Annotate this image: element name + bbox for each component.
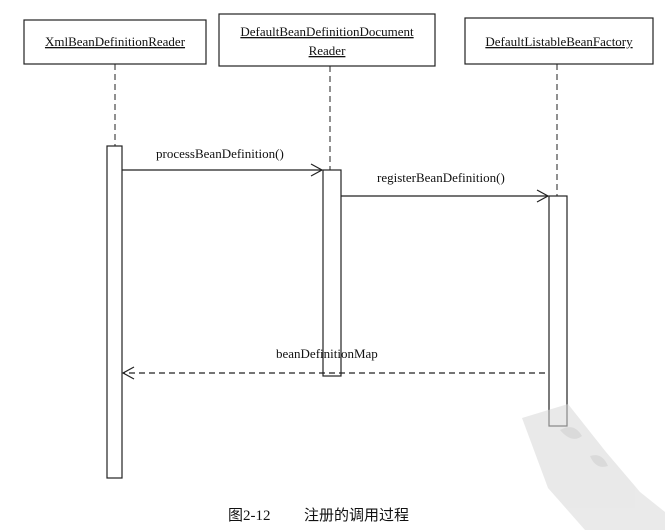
participant-label: DefaultListableBeanFactory <box>485 34 633 49</box>
message-label: beanDefinitionMap <box>276 346 378 361</box>
participant-label-line-1: DefaultBeanDefinitionDocument <box>240 24 414 39</box>
activation-bar-xml-reader <box>106 145 123 479</box>
participant-factory: DefaultListableBeanFactory <box>464 17 654 65</box>
open-arrowhead-icon <box>536 189 550 203</box>
participant-label-line-2: Reader <box>309 43 346 58</box>
activation-bar-document-reader <box>322 169 342 377</box>
participant-box <box>23 19 207 65</box>
participant-box <box>464 17 654 65</box>
participant-box <box>218 13 436 67</box>
message-label: processBeanDefinition() <box>156 146 284 161</box>
participant-xml-reader: XmlBeanDefinitionReader <box>23 19 207 65</box>
message-label: registerBeanDefinition() <box>377 170 505 185</box>
message-process-bean-definition: processBeanDefinition() <box>122 146 324 177</box>
seal-watermark-icon <box>522 404 665 530</box>
figure-caption: 图2-12 注册的调用过程 <box>228 507 409 524</box>
figure-title: 注册的调用过程 <box>304 507 409 524</box>
open-arrowhead-icon <box>121 366 135 380</box>
message-bean-definition-map: beanDefinitionMap <box>121 346 545 380</box>
participant-document-reader: DefaultBeanDefinitionDocument Reader <box>218 13 436 67</box>
message-register-bean-definition: registerBeanDefinition() <box>341 170 550 203</box>
open-arrowhead-icon <box>310 163 324 177</box>
activation-bar-factory <box>548 195 568 427</box>
figure-number: 图2-12 <box>228 507 271 524</box>
participant-label: XmlBeanDefinitionReader <box>45 34 186 49</box>
